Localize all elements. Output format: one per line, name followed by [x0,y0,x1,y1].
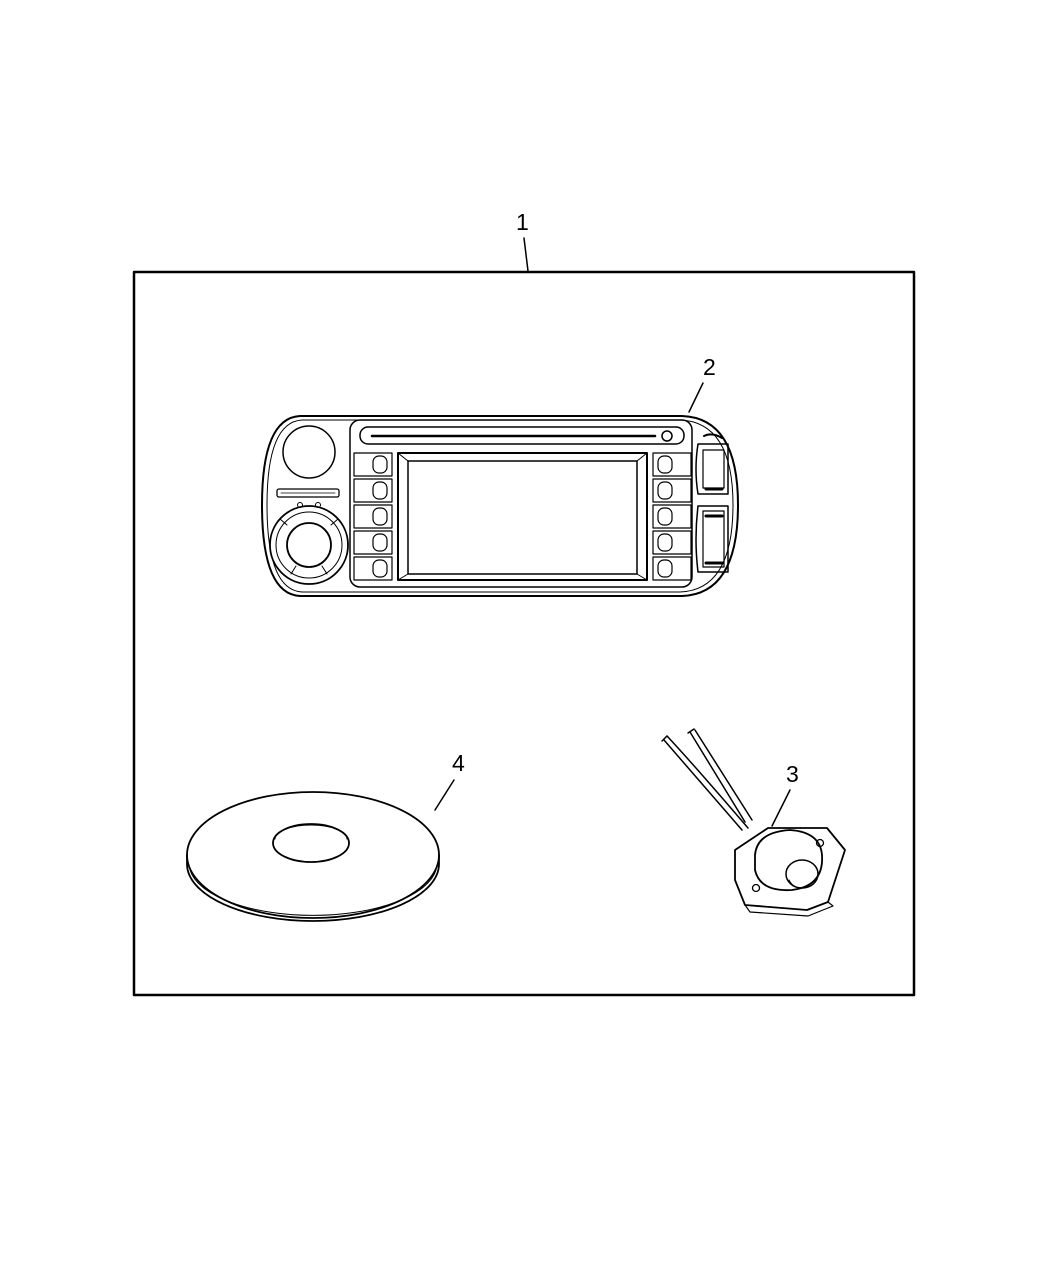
callout-4-leader [434,779,455,811]
callout-3-leader [771,789,791,827]
callout-1-label: 1 [516,209,529,235]
callout-4-label: 4 [452,750,465,776]
callout-2-label: 2 [703,354,716,380]
microphone-icon [661,728,846,917]
disc-icon [186,791,440,922]
kit-frame [132,270,916,997]
callout-3-label: 3 [786,761,799,787]
callout-2-leader [688,382,704,413]
callout-1-leader [523,237,529,272]
radio-head-unit-icon [261,415,739,597]
